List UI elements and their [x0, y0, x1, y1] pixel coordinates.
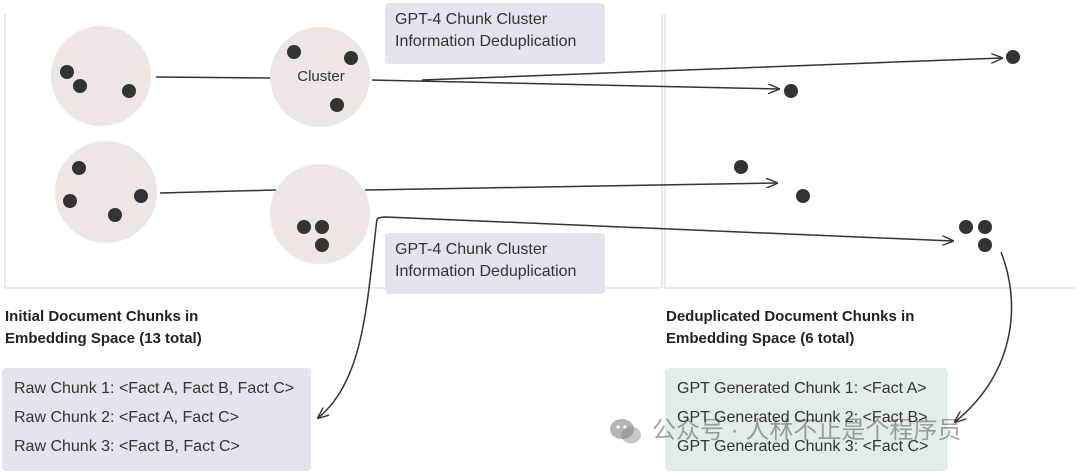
wechat-icon — [610, 419, 641, 444]
raw-chunks-box: Raw Chunk 1: <Fact A, Fact B, Fact C> Ra… — [2, 368, 311, 471]
top-process-label: GPT-4 Chunk Cluster Information Deduplic… — [385, 3, 605, 64]
chunk-dot — [315, 238, 329, 252]
raw-chunk-1: Raw Chunk 1: <Fact A, Fact B, Fact C> — [14, 380, 295, 397]
arrow-to-fact-b — [371, 79, 779, 89]
connector-bottom — [159, 189, 277, 194]
generated-chunk-1: GPT Generated Chunk 1: <Fact A> — [677, 380, 927, 397]
bottom-process-label-line2: Information Deduplication — [395, 263, 577, 280]
generated-chunks-box: GPT Generated Chunk 1: <Fact A> GPT Gene… — [665, 368, 948, 471]
dedup-dot — [959, 220, 973, 234]
dedup-dot — [734, 160, 748, 174]
chunk-connectors — [155, 76, 277, 194]
top-process-label-line2: Information Deduplication — [395, 33, 577, 50]
chunk-circle-top-left — [51, 26, 151, 126]
raw-chunk-3: Raw Chunk 3: <Fact B, Fact C> — [14, 438, 240, 455]
left-heading: Initial Document Chunks in Embedding Spa… — [5, 306, 202, 350]
raw-chunk-2: Raw Chunk 2: <Fact A, Fact C> — [14, 409, 239, 426]
arrow-to-fact-c — [376, 216, 953, 241]
arrow-to-generated-chunks — [955, 251, 1013, 422]
chunk-dot — [134, 189, 148, 203]
connector-top — [155, 76, 273, 79]
chunk-dot — [344, 51, 358, 65]
watermark: 公众号 · 人林不止是个程序员 — [608, 416, 961, 446]
cluster-label: Cluster — [297, 68, 345, 85]
top-process-label-line1: GPT-4 Chunk Cluster — [395, 11, 548, 28]
chunk-dot — [287, 45, 301, 59]
right-heading-line1: Deduplicated Document Chunks in — [666, 308, 915, 325]
chunk-dot — [60, 65, 74, 79]
bottom-process-label: GPT-4 Chunk Cluster Information Deduplic… — [385, 233, 605, 294]
chunk-dot — [73, 79, 87, 93]
arrow-to-top-right — [364, 183, 777, 191]
dedup-dot — [784, 84, 798, 98]
arrow-to-fact-a — [421, 58, 1002, 81]
chunk-dots — [60, 45, 1020, 252]
generated-chunk-2: GPT Generated Chunk 2: <Fact B> — [677, 409, 928, 426]
cluster-circle-bottom — [270, 164, 370, 264]
chunk-dot — [63, 194, 77, 208]
arrow-to-raw-chunks — [318, 218, 378, 418]
left-heading-line2: Embedding Space (13 total) — [5, 330, 202, 347]
right-panel-frame — [664, 14, 1075, 289]
chunk-dot — [315, 220, 329, 234]
chunk-dot — [330, 98, 344, 112]
chunk-dot — [297, 220, 311, 234]
dedup-dot — [978, 220, 992, 234]
dedup-dot — [796, 189, 810, 203]
chunk-dot — [72, 161, 86, 175]
dedup-dot — [978, 238, 992, 252]
embedding-circles — [51, 26, 370, 264]
dedup-arrows — [318, 58, 1013, 422]
dedup-dot — [1006, 50, 1020, 64]
watermark-text: 公众号 · 人林不止是个程序员 — [652, 417, 962, 444]
bottom-process-label-line1: GPT-4 Chunk Cluster — [395, 241, 548, 258]
left-heading-line1: Initial Document Chunks in — [5, 308, 199, 325]
chunk-dot — [122, 84, 136, 98]
generated-chunk-3: GPT Generated Chunk 3: <Fact C> — [677, 438, 929, 455]
right-heading: Deduplicated Document Chunks in Embeddin… — [666, 306, 914, 350]
chunk-dot — [108, 208, 122, 222]
right-heading-line2: Embedding Space (6 total) — [666, 330, 855, 347]
